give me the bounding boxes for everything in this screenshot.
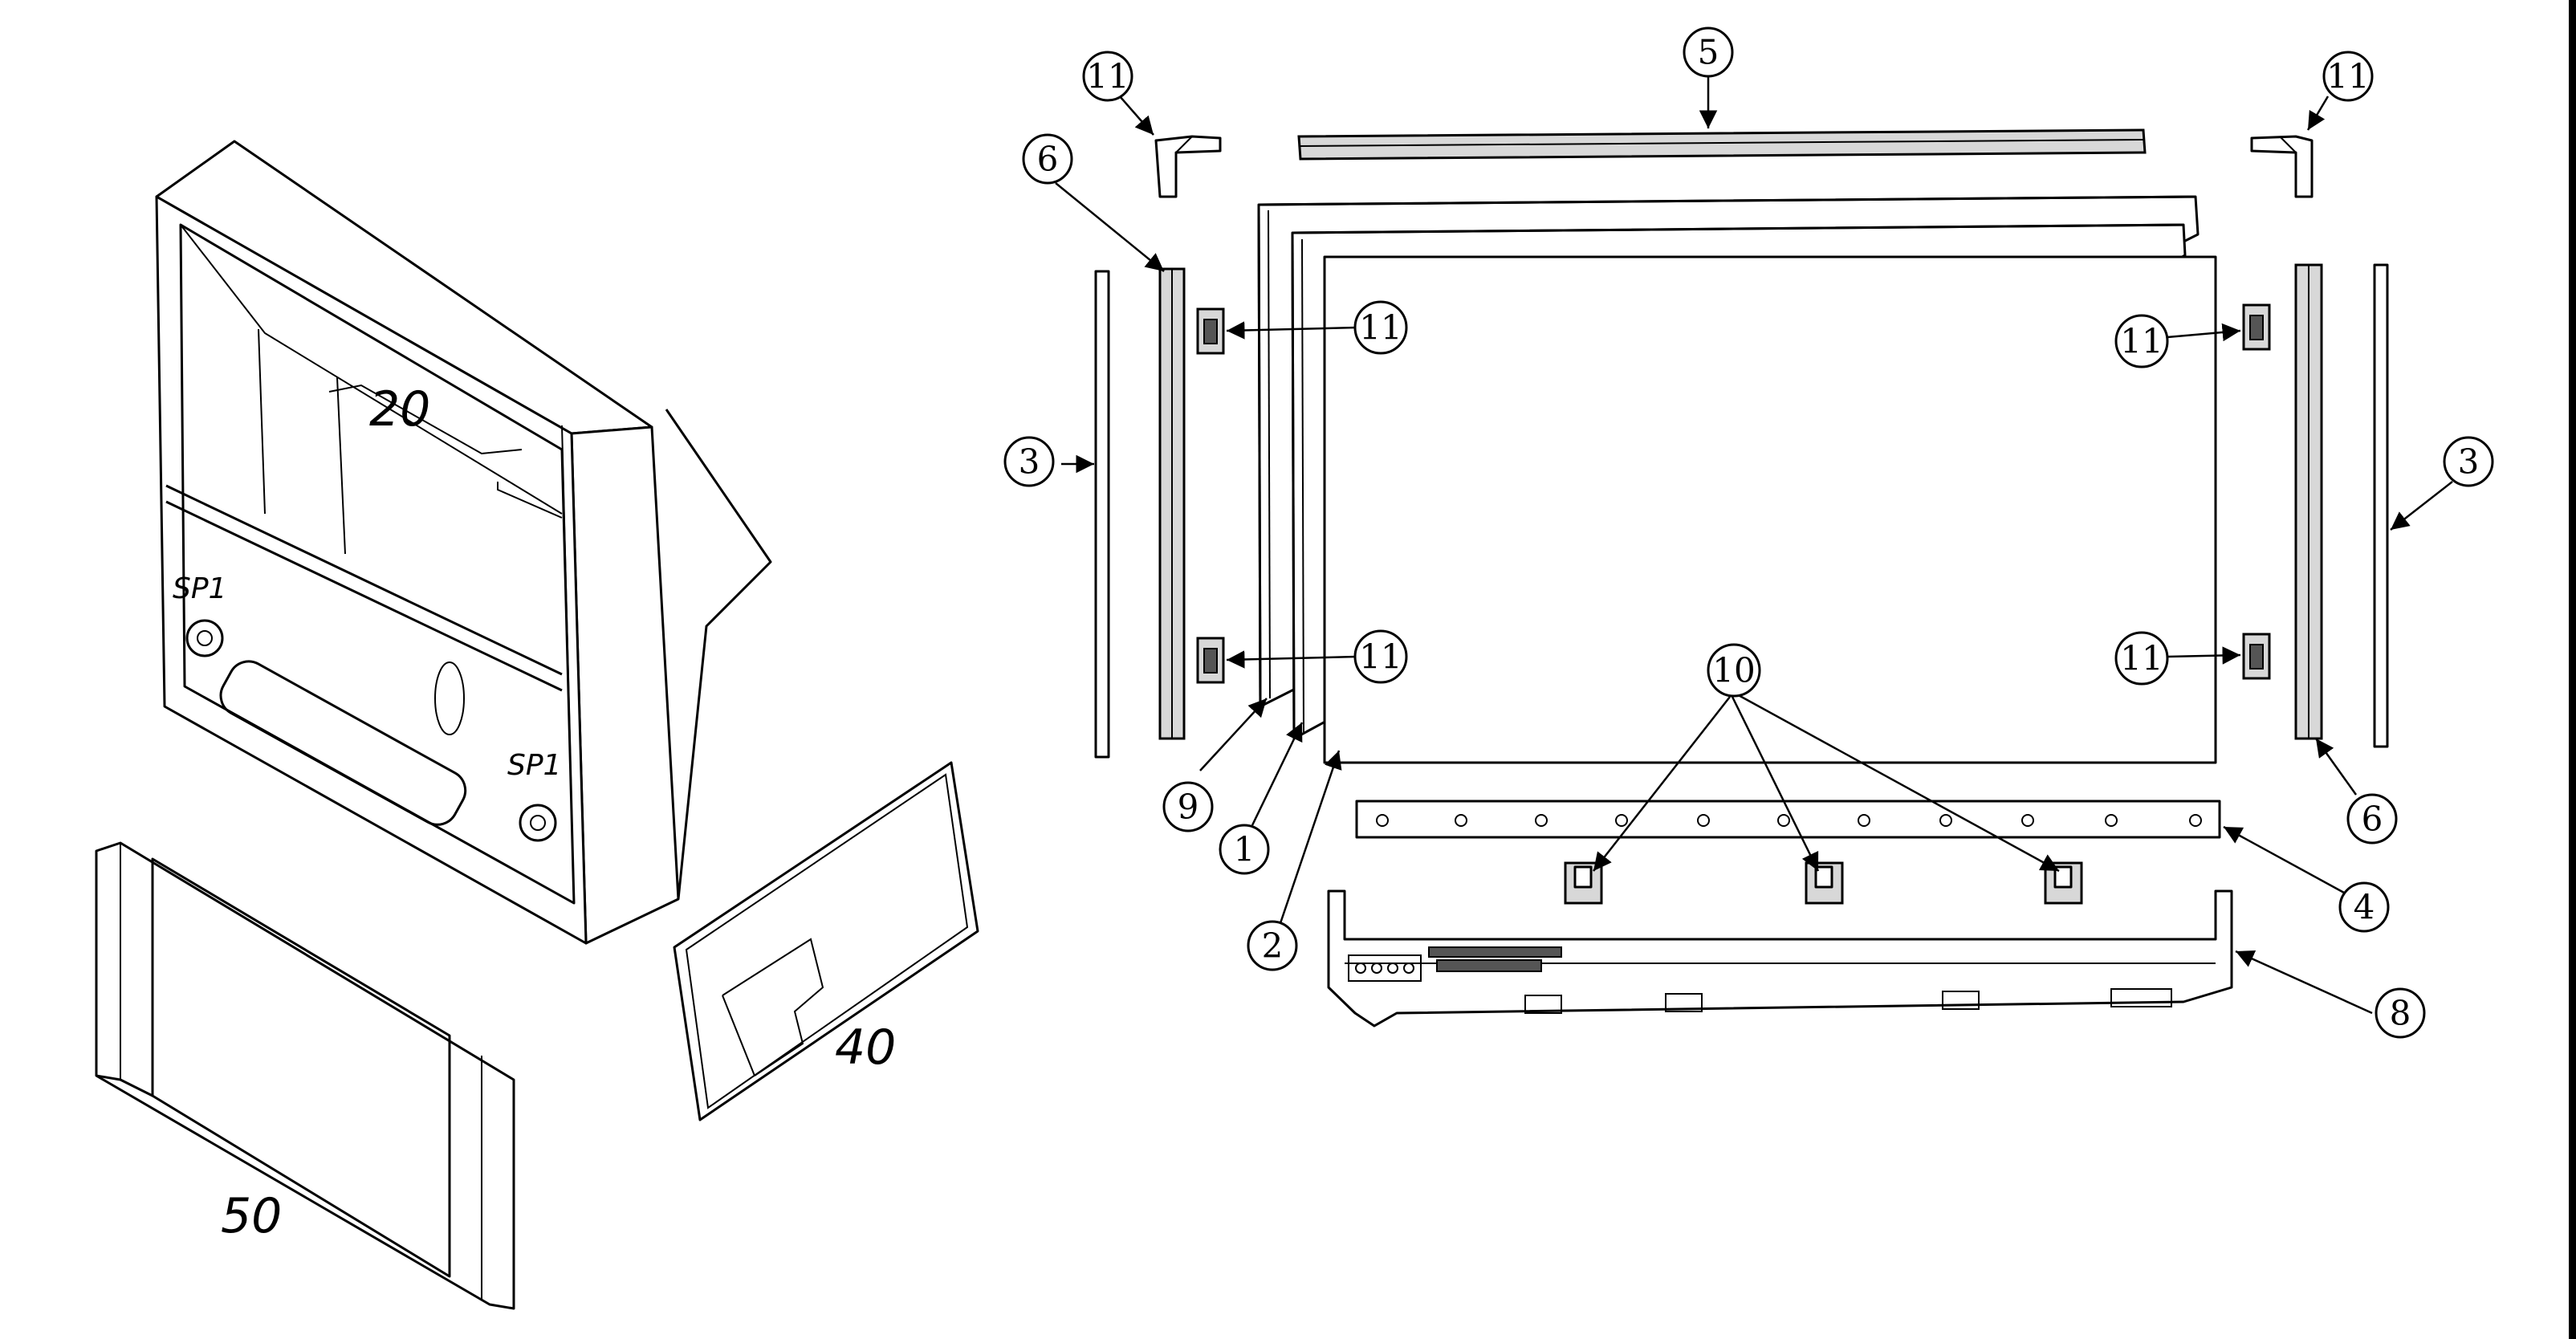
page-edge-mark xyxy=(2569,0,2576,1339)
svg-text:3: 3 xyxy=(2458,442,2480,482)
panel-stack xyxy=(1257,195,2217,764)
svg-text:11: 11 xyxy=(1359,637,1402,677)
callout-11-upper-right: 11 xyxy=(2114,314,2169,368)
bottom-bracket-8 xyxy=(1327,889,2233,1028)
svg-text:6: 6 xyxy=(1037,140,1059,179)
corner-bracket-right-7 xyxy=(2250,135,2314,198)
callout-11-lower-right: 11 xyxy=(2114,631,2169,686)
svg-text:4: 4 xyxy=(2354,888,2375,927)
callout-6-right: 6 xyxy=(2346,793,2398,845)
clip-11-upper-right xyxy=(2242,303,2271,351)
svg-text:2: 2 xyxy=(1262,926,1284,966)
callout-1: 1 xyxy=(1219,824,1270,875)
door-panel-assembly xyxy=(673,761,979,1121)
svg-text:11: 11 xyxy=(2120,639,2163,678)
callout-7-right: 11 xyxy=(2322,51,2374,102)
svg-text:9: 9 xyxy=(1178,788,1199,827)
svg-text:11: 11 xyxy=(1086,57,1129,96)
cabinet-label: 20 xyxy=(369,381,430,438)
clip-11-lower-left xyxy=(1196,637,1225,684)
svg-text:6: 6 xyxy=(2362,800,2383,839)
clip-11-lower-right xyxy=(2242,633,2271,680)
clip-11-upper-left xyxy=(1196,307,1225,355)
callout-9: 9 xyxy=(1162,781,1214,832)
base-panel-label: 50 xyxy=(221,1188,282,1244)
cabinet-assembly xyxy=(155,140,772,945)
corner-bracket-left-7 xyxy=(1154,135,1222,198)
mount-10-right xyxy=(2044,861,2083,905)
svg-text:8: 8 xyxy=(2390,994,2411,1033)
callout-10: 10 xyxy=(1707,643,1761,698)
speaker-left-label: SP1 xyxy=(173,572,226,605)
callout-2: 2 xyxy=(1247,920,1298,971)
leader-lines xyxy=(1055,72,2453,1015)
mount-10-middle xyxy=(1805,861,1844,905)
svg-text:11: 11 xyxy=(2120,322,2163,361)
speaker-right-label: SP1 xyxy=(507,749,561,782)
callout-6-left: 6 xyxy=(1022,133,1073,185)
callout-3-right: 3 xyxy=(2443,436,2494,487)
callout-8: 8 xyxy=(2375,987,2426,1039)
callout-3-left: 3 xyxy=(1003,436,1055,487)
svg-text:1: 1 xyxy=(1234,830,1255,869)
base-panel-assembly xyxy=(95,841,515,1310)
svg-text:3: 3 xyxy=(1019,442,1040,482)
top-rail-5 xyxy=(1297,128,2147,161)
callout-11-upper-left: 11 xyxy=(1353,300,1408,355)
svg-text:10: 10 xyxy=(1712,651,1755,690)
svg-text:5: 5 xyxy=(1698,33,1719,72)
bottom-strip-4 xyxy=(1355,800,2221,839)
side-strip-left-3 xyxy=(1094,270,1110,759)
callout-5: 5 xyxy=(1683,26,1734,78)
callout-7-left: 11 xyxy=(1082,51,1133,102)
door-panel-label: 40 xyxy=(835,1020,896,1076)
svg-text:11: 11 xyxy=(2326,57,2369,96)
side-strip-right-3 xyxy=(2373,263,2389,748)
svg-text:11: 11 xyxy=(1359,308,1402,348)
callout-4: 4 xyxy=(2338,881,2390,933)
callout-11-lower-left: 11 xyxy=(1353,629,1408,684)
